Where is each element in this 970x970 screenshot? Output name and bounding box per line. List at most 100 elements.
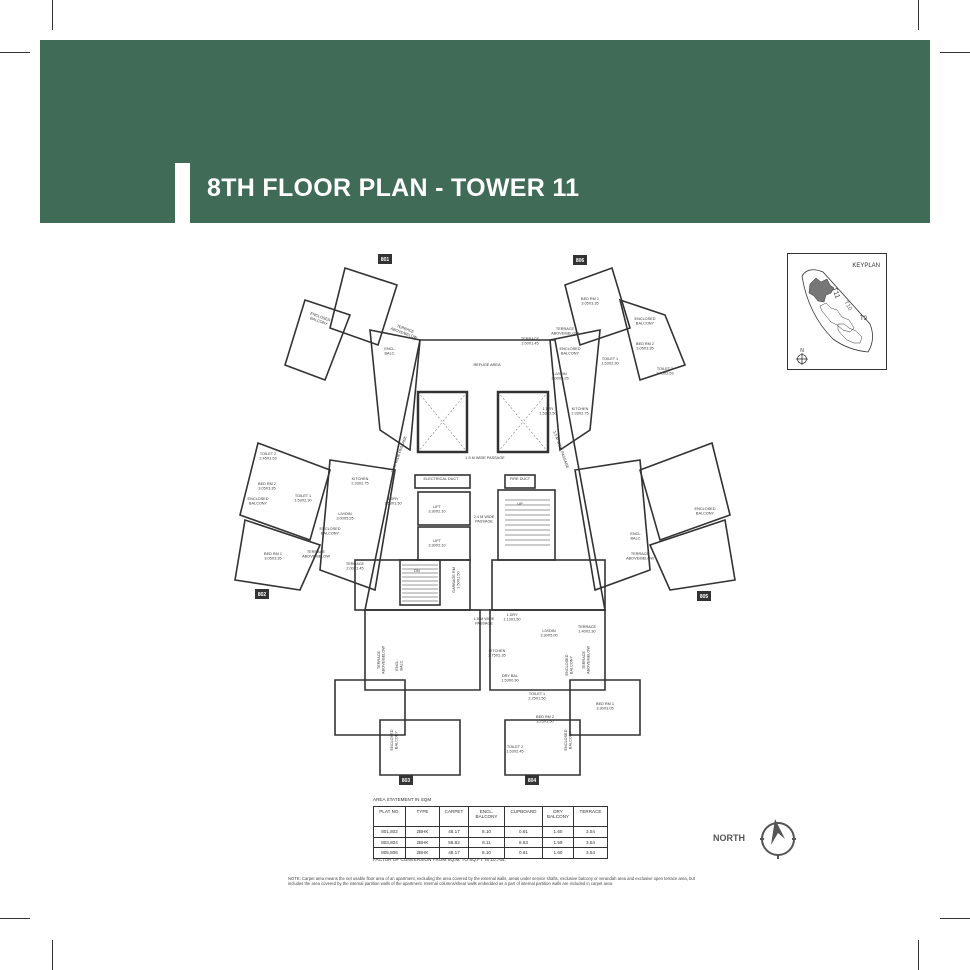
crop-mark [52, 0, 53, 30]
svg-text:802: 802 [258, 592, 267, 598]
crop-mark [0, 52, 30, 53]
svg-text:BALCONY: BALCONY [636, 322, 655, 326]
wall-outline [379, 719, 461, 776]
table-cell: 801,802 [373, 826, 406, 838]
carpet-area-note: NOTE: Carpet area means the net usable f… [288, 876, 695, 886]
svg-text:BALCONY: BALCONY [561, 352, 580, 356]
svg-text:ENCLOSED: ENCLOSED [248, 497, 269, 501]
room-label: TOILET 12.25X1.50 [528, 692, 545, 701]
svg-text:TERRACE: TERRACE [631, 552, 650, 556]
svg-text:2.25X1.50: 2.25X1.50 [528, 697, 545, 701]
svg-text:KITCHEN: KITCHEN [352, 477, 369, 481]
svg-text:TOILET 1: TOILET 1 [295, 494, 311, 498]
column-header: DRY BALCONY [542, 806, 574, 827]
column-header: PLAT NO. [373, 806, 406, 827]
svg-text:ABOVE/BELOW: ABOVE/BELOW [382, 646, 386, 674]
table-cell: 3.54 [573, 836, 608, 848]
table-cell: 1.60 [542, 826, 574, 838]
unit-number-tag: 806 [573, 255, 587, 265]
svg-text:1.53X0.90: 1.53X0.90 [501, 679, 518, 683]
room-label: BED RM 13.05X3.35 [581, 297, 599, 306]
core-room [504, 474, 536, 489]
svg-text:REFUGE AREA: REFUGE AREA [473, 363, 500, 367]
room-label: TOILET 22.45X1.53 [259, 452, 276, 461]
svg-text:TERRACE: TERRACE [396, 324, 415, 334]
svg-text:TOILET 1: TOILET 1 [529, 692, 545, 696]
svg-text:BED RM 1: BED RM 1 [581, 297, 599, 301]
room-label: BED RM 23.05X3.35 [258, 482, 276, 491]
svg-text:2.00X1.45: 2.00X1.45 [346, 567, 363, 571]
column-header: ENCL. BALCONY [468, 806, 505, 827]
wall-outline [574, 459, 651, 592]
room-label: 1.5 M WIDE PASSAGE [552, 430, 569, 469]
north-label: NORTH [713, 833, 745, 843]
svg-text:ENCLOSED: ENCLOSED [390, 729, 394, 750]
room-label: 1.5 M WIDE PASSAGE [465, 456, 505, 460]
wall-outline [549, 329, 601, 452]
svg-text:1.5 M WIDE PASSAGE: 1.5 M WIDE PASSAGE [552, 430, 569, 469]
svg-text:1.53X1.50: 1.53X1.50 [539, 412, 556, 416]
table-header-row: PLAT NO. TYPE CARPET ENCL. BALCONY CUPBO… [373, 806, 608, 827]
svg-text:TERRACE: TERRACE [307, 550, 326, 554]
svg-text:3.05X3.35: 3.05X3.35 [258, 487, 275, 491]
crop-mark [918, 940, 919, 970]
table-cell: 48.17 [439, 826, 469, 838]
svg-text:1.40X2.30: 1.40X2.30 [578, 630, 595, 634]
wall-outline [319, 459, 396, 592]
crop-mark [918, 0, 919, 30]
svg-text:UP: UP [517, 502, 523, 506]
title-accent-bar [175, 163, 190, 223]
svg-text:3.30X2.10: 3.30X2.10 [428, 544, 445, 548]
crop-mark [940, 52, 970, 53]
svg-text:TERRACE: TERRACE [346, 562, 365, 566]
wall-outline [504, 719, 581, 776]
room-label: TOILET 11.53X2.30 [601, 357, 618, 366]
svg-text:PASSAGE: PASSAGE [475, 622, 493, 626]
north-cross-icon [796, 353, 808, 365]
svg-text:TERRACE: TERRACE [521, 337, 540, 341]
svg-text:2.45X1.53: 2.45X1.53 [656, 372, 673, 376]
svg-text:PASSAGE: PASSAGE [475, 520, 493, 524]
table-cell: 0.61 [504, 847, 543, 859]
svg-text:ENCL.: ENCL. [395, 659, 399, 670]
svg-text:3.25X3.50: 3.25X3.50 [536, 720, 553, 724]
column-header: CARPET [439, 806, 469, 827]
table-cell: 803,804 [373, 836, 406, 848]
table-cell: 1.60 [542, 847, 574, 859]
svg-text:KITCHEN: KITCHEN [572, 407, 589, 411]
core-room [399, 559, 441, 606]
svg-text:BALC.: BALC. [400, 660, 404, 671]
keyplan-north-label: N [800, 348, 804, 354]
unit-number-tag: 803 [399, 775, 413, 785]
core-room [354, 559, 471, 611]
wall-outline [329, 266, 399, 347]
crop-mark [0, 918, 30, 919]
wall-outline [648, 518, 736, 591]
svg-text:BALCONY: BALCONY [321, 532, 340, 536]
keyplan-label: KEYPLAN [852, 263, 880, 269]
table-cell: 6.11 [468, 836, 505, 848]
table-cell: 2BHK [405, 836, 440, 848]
svg-text:TOILET 1: TOILET 1 [602, 357, 618, 361]
wall-outline [564, 266, 631, 347]
svg-text:805: 805 [700, 594, 709, 600]
svg-text:GARBAGE RM: GARBAGE RM [452, 567, 456, 593]
crop-mark [52, 940, 53, 970]
svg-text:1.53X2.30: 1.53X2.30 [294, 499, 311, 503]
svg-text:BED RM 2: BED RM 2 [636, 342, 654, 346]
keyplan-tower-label: T11 [830, 286, 841, 299]
